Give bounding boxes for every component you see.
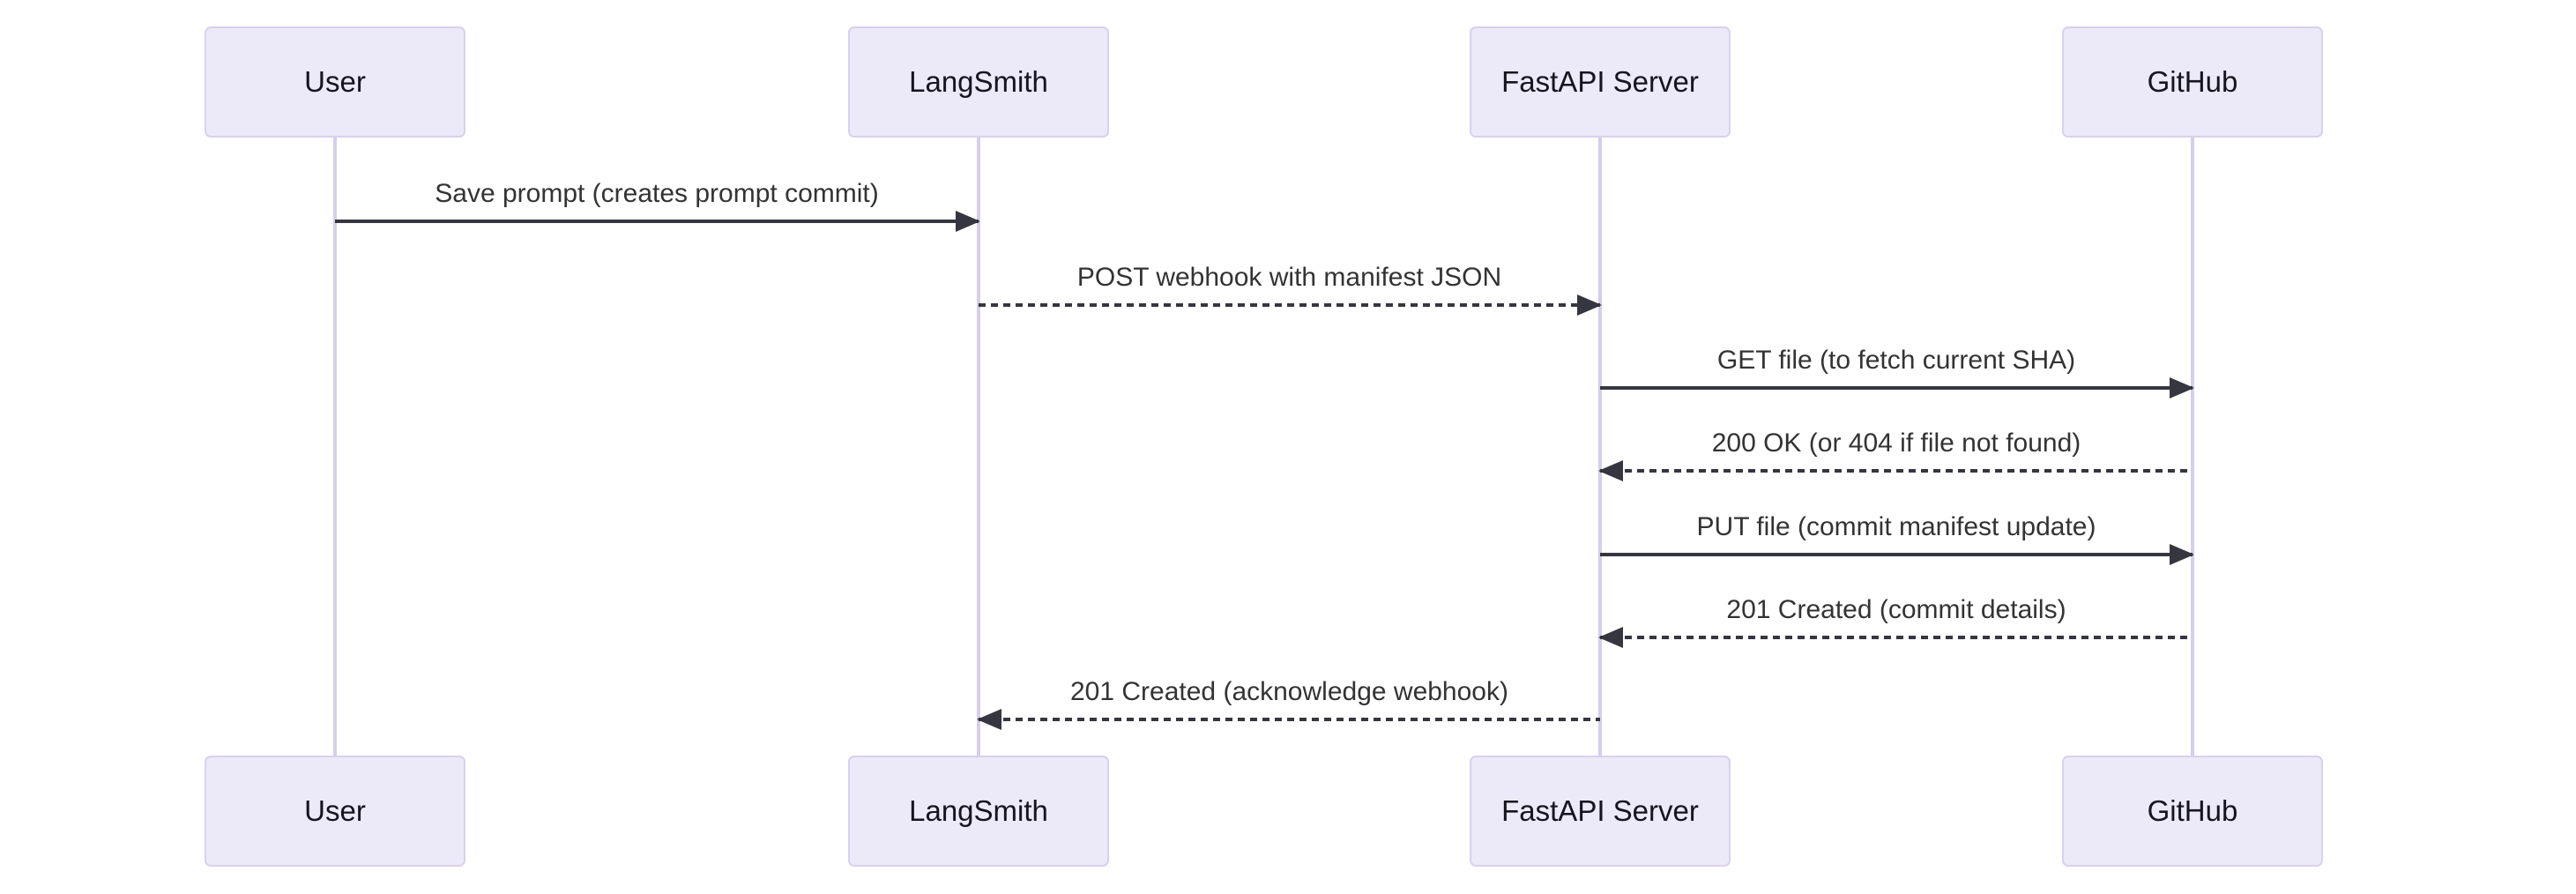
actor-label: GitHub (2147, 65, 2238, 98)
arrowhead-left-icon (977, 709, 1001, 730)
arrowhead-left-icon (1598, 627, 1623, 648)
lifeline-github (2191, 138, 2194, 756)
actor-box-user-bottom: User (205, 756, 465, 867)
message-get-file: GET file (to fetch current SHA) (1600, 344, 2194, 399)
message-200-ok: 200 OK (or 404 if file not found) (1598, 427, 2193, 481)
message-post-webhook: POST webhook with manifest JSON (979, 261, 1602, 316)
message-save-prompt: Save prompt (creates prompt commit) (335, 177, 980, 232)
message-put-file: PUT file (commit manifest update) (1600, 510, 2194, 565)
message-201-created-details: 201 Created (commit details) (1598, 593, 2193, 648)
lifeline-langsmith (977, 138, 980, 756)
message-arrow-line (1598, 627, 2193, 648)
arrowhead-right-icon (956, 211, 980, 232)
arrowhead-left-icon (1598, 460, 1623, 481)
message-label: GET file (to fetch current SHA) (1716, 346, 2076, 375)
arrowhead-right-icon (2170, 544, 2194, 565)
arrowhead-right-icon (2170, 377, 2194, 399)
actor-box-fastapi-server-top: FastAPI Server (1470, 26, 1731, 138)
message-201-created-ack: 201 Created (acknowledge webhook) (977, 675, 1600, 730)
message-arrow-line (1600, 377, 2194, 399)
actor-label: LangSmith (909, 794, 1048, 827)
actor-label: LangSmith (909, 65, 1048, 98)
message-label: 201 Created (acknowledge webhook) (1070, 677, 1508, 706)
actor-box-github-bottom: GitHub (2062, 756, 2323, 867)
actor-box-fastapi-server-bottom: FastAPI Server (1470, 756, 1731, 867)
message-arrow-line (1600, 544, 2194, 565)
actor-label: User (304, 794, 366, 827)
actor-label: GitHub (2147, 794, 2238, 827)
message-arrow-line (979, 294, 1602, 316)
message-label: POST webhook with manifest JSON (1076, 263, 1502, 292)
lifeline-user (333, 138, 337, 756)
message-arrow-line (335, 211, 980, 232)
actor-box-user-top: User (205, 26, 465, 138)
actor-label: User (304, 65, 366, 98)
actor-box-github-top: GitHub (2062, 26, 2323, 138)
actor-box-langsmith-top: LangSmith (848, 26, 1109, 138)
actor-label: FastAPI Server (1501, 794, 1699, 827)
actor-label: FastAPI Server (1501, 65, 1699, 98)
lifeline-fastapi-server (1598, 138, 1602, 756)
message-label: PUT file (commit manifest update) (1696, 512, 2096, 541)
message-arrow-line (1598, 460, 2193, 481)
message-arrow-line (977, 709, 1600, 730)
actor-box-langsmith-bottom: LangSmith (848, 756, 1109, 867)
arrowhead-right-icon (1577, 294, 1602, 316)
message-label: 201 Created (commit details) (1726, 595, 2066, 624)
message-label: 200 OK (or 404 if file not found) (1711, 428, 2081, 458)
message-label: Save prompt (creates prompt commit) (435, 179, 879, 208)
